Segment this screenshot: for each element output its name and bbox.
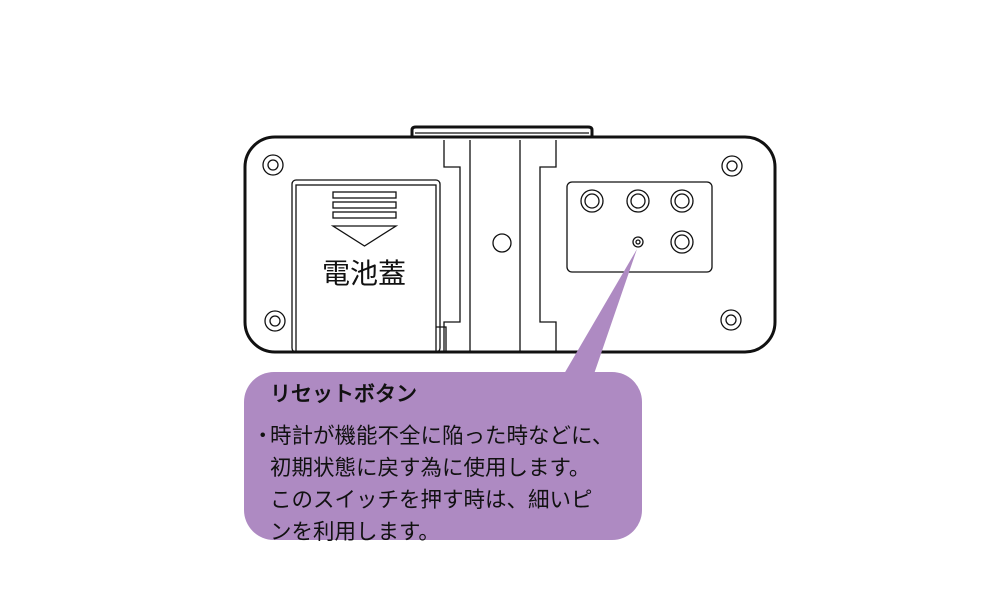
callout-line: 初期状態に戻す為に使用します。 (270, 456, 591, 481)
callout-box (244, 372, 642, 540)
callout-line: 時計が機能不全に陥った時などに、 (270, 424, 614, 449)
bullet: ・ (252, 424, 274, 449)
jack-icon (670, 230, 694, 254)
jack-icon (580, 189, 604, 213)
battery-cover-label: 電池蓋 (322, 257, 406, 290)
center-hole (492, 233, 512, 253)
screws (262, 154, 743, 332)
center-rail (443, 140, 557, 352)
screw-icon (720, 309, 742, 331)
jack-panel (566, 181, 713, 273)
arrow-down-icon (330, 225, 399, 247)
screw-icon (264, 310, 286, 332)
jack-icon (626, 189, 650, 213)
callout-title: リセットボタン (270, 382, 417, 406)
screw-icon (262, 154, 284, 176)
callout-line: ンを利用します。 (270, 520, 440, 545)
reset-button-icon (632, 236, 644, 248)
screw-icon (721, 155, 743, 177)
callout-pointer (564, 249, 637, 374)
callout-line: このスイッチを押す時は、細いピ (270, 488, 593, 513)
battery-cover: 電池蓋 (291, 179, 447, 353)
jack-icon (670, 189, 694, 213)
device-body (243, 135, 777, 354)
